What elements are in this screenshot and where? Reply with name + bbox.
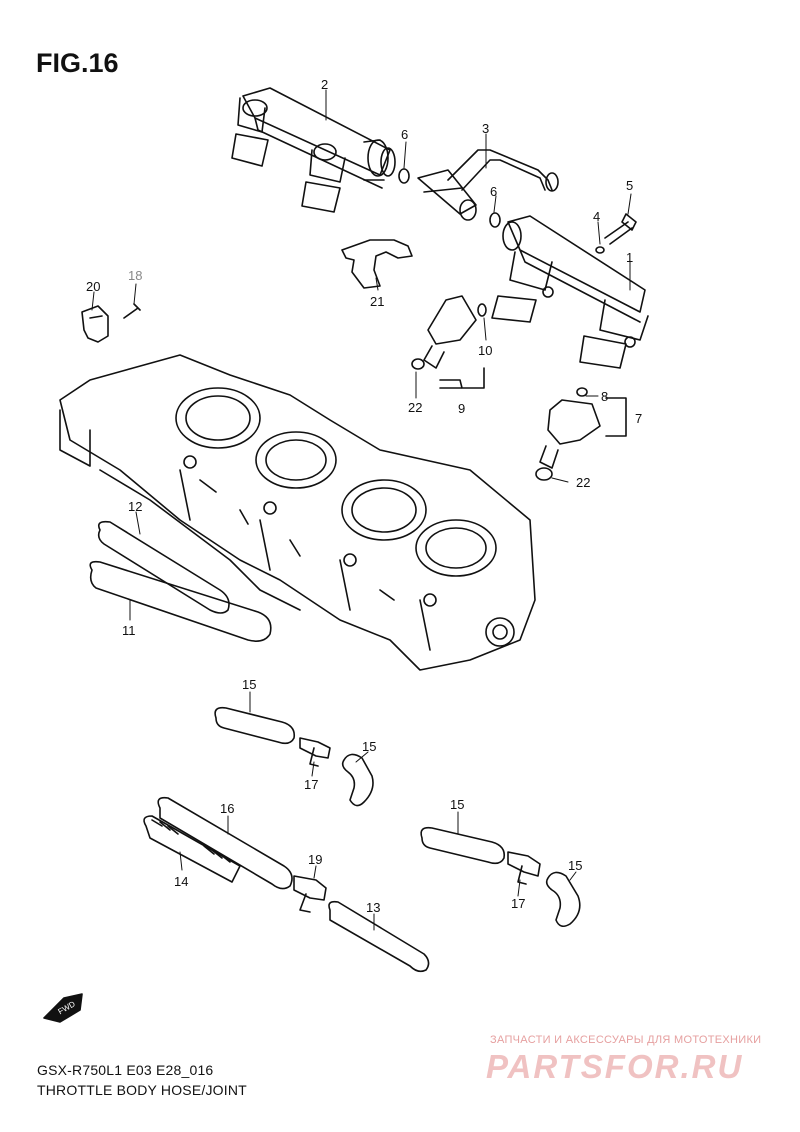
callout-6-upper: 6 <box>401 127 408 142</box>
callout-17-a: 17 <box>304 777 318 792</box>
washer-4 <box>595 246 605 254</box>
callout-8: 8 <box>601 389 608 404</box>
joint-17-a <box>299 737 331 767</box>
callout-14: 14 <box>174 874 188 889</box>
fuel-connecting-hose <box>417 149 559 221</box>
callout-15-b: 15 <box>362 739 376 754</box>
callout-5: 5 <box>626 178 633 193</box>
callout-3: 3 <box>482 121 489 136</box>
clamp-21 <box>341 239 413 289</box>
callout-13: 13 <box>366 900 380 915</box>
callout-1: 1 <box>626 250 633 265</box>
diagram-caption: THROTTLE BODY HOSE/JOINT <box>37 1082 247 1098</box>
callout-15-a: 15 <box>242 677 256 692</box>
callout-9: 9 <box>458 401 465 416</box>
callout-16: 16 <box>220 801 234 816</box>
fwd-arrow-icon <box>43 993 83 1023</box>
callout-17-b: 17 <box>511 896 525 911</box>
bolt-5 <box>604 213 637 245</box>
callout-2: 2 <box>321 77 328 92</box>
throttle-body-assembly <box>59 354 536 671</box>
hose-15-c <box>420 826 506 865</box>
callout-20: 20 <box>86 279 100 294</box>
screw-18 <box>123 303 141 319</box>
callout-10: 10 <box>478 343 492 358</box>
callout-19: 19 <box>308 852 322 867</box>
callout-4: 4 <box>593 209 600 224</box>
callout-18: 18 <box>128 268 142 283</box>
figure-title: FIG.16 <box>36 48 119 78</box>
hose-15-b <box>341 753 374 807</box>
callout-15-d: 15 <box>568 858 582 873</box>
filter-14 <box>143 815 241 883</box>
injector-9 <box>411 295 487 389</box>
leader-lines <box>91 89 632 931</box>
hose-12 <box>97 520 230 614</box>
callout-12: 12 <box>128 499 142 514</box>
callout-11: 11 <box>122 623 136 638</box>
tube-16 <box>157 796 293 890</box>
fuel-delivery-pipe-upper <box>231 87 396 213</box>
callout-7: 7 <box>635 411 642 426</box>
tube-13 <box>328 900 430 973</box>
injector-7 <box>535 387 627 481</box>
o-ring-6-upper <box>398 168 410 184</box>
hose-11 <box>89 560 272 642</box>
hose-15-d <box>545 871 581 928</box>
joint-17-b <box>507 851 541 885</box>
o-ring-6-lower <box>489 212 501 228</box>
callout-6-lower: 6 <box>490 184 497 199</box>
watermark-brand: PARTSFOR.RU <box>486 1048 744 1085</box>
watermark-subtitle: ЗАПЧАСТИ И АКСЕССУАРЫ ДЛЯ МОТОТЕХНИКИ <box>490 1034 762 1046</box>
fuel-delivery-pipe-lower <box>491 215 649 369</box>
callout-21: 21 <box>370 294 384 309</box>
hose-15-a <box>214 706 296 745</box>
model-code: GSX-R750L1 E03 E28_016 <box>37 1062 214 1078</box>
sensor-20 <box>81 305 109 343</box>
joint-19 <box>293 875 327 913</box>
callout-15-c: 15 <box>450 797 464 812</box>
callout-22-upper: 22 <box>408 400 422 415</box>
callout-22-lower: 22 <box>576 475 590 490</box>
